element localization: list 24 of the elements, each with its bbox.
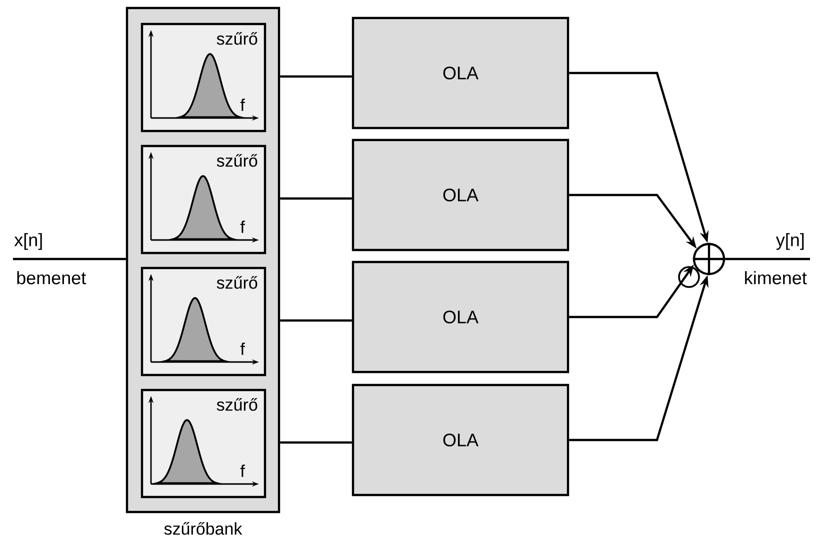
filter-label: szűrő <box>216 32 258 45</box>
axis-label: f <box>240 342 245 355</box>
filter-label: szűrő <box>216 154 258 167</box>
process-box: OLA <box>352 16 570 130</box>
signal-label: x[n] <box>14 233 42 250</box>
axis-label: f <box>240 98 245 111</box>
process-box: OLA <box>352 384 570 496</box>
axis-label: f <box>240 220 245 233</box>
line <box>280 197 352 200</box>
process-box: OLA <box>352 138 570 252</box>
line <box>13 258 126 260</box>
process-box: OLA <box>352 260 570 374</box>
signal-label: y[n] <box>776 233 804 250</box>
line <box>725 258 810 260</box>
filter-label: szűrő <box>216 398 258 411</box>
signal-name: kimenet <box>745 271 807 284</box>
box-title: szűrőbank <box>164 522 242 535</box>
signal-name: bemenet <box>17 271 86 284</box>
line <box>280 319 352 322</box>
sum-circle <box>692 242 726 276</box>
line <box>280 441 352 444</box>
filter-label: szűrő <box>216 276 258 289</box>
line <box>280 75 352 78</box>
axis-label: f <box>240 464 245 477</box>
